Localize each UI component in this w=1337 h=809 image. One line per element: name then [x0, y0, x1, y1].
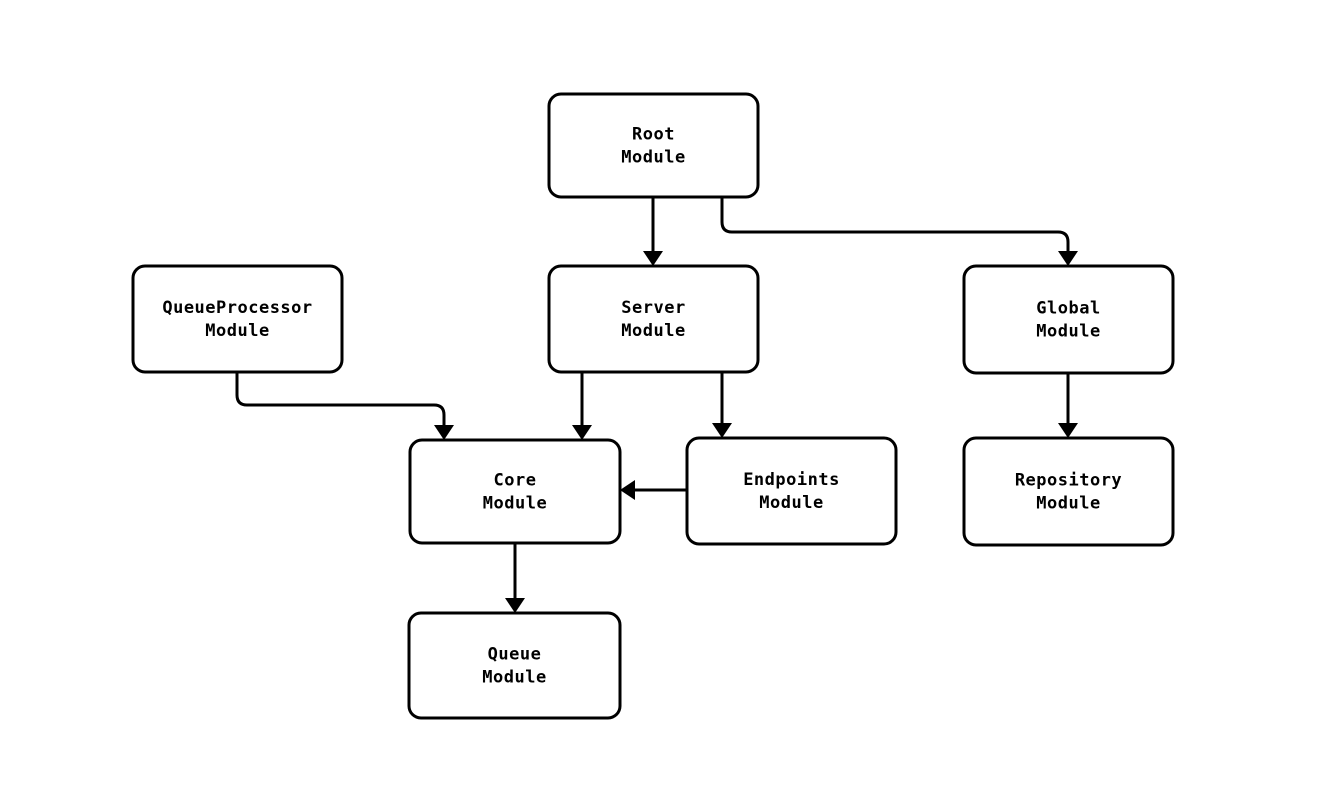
edge-server-to-core [572, 372, 592, 440]
node-box-global[interactable] [962, 264, 1175, 375]
node-label-line2-global: Module [1036, 322, 1100, 342]
edge-root-to-server [643, 197, 663, 266]
node-box-root[interactable] [547, 92, 760, 199]
node-label-line2-queue: Module [482, 668, 546, 688]
node-box-server[interactable] [547, 264, 760, 374]
edge-endpoints-to-core [620, 480, 687, 500]
edge-arrowhead [434, 425, 454, 440]
edge-arrowhead [572, 425, 592, 440]
edge-arrowhead [643, 251, 663, 266]
node-label-line2-repository: Module [1036, 494, 1100, 514]
edge-arrowhead [620, 480, 635, 500]
node-label-line1-core: Core [494, 471, 537, 491]
edge-arrowhead [1058, 251, 1078, 266]
edges-layer [235, 197, 1078, 613]
nodes-layer: RootModuleQueueProcessorModuleServerModu… [131, 92, 1175, 720]
edge-arrowhead [505, 598, 525, 613]
node-label-line2-server: Module [621, 321, 685, 341]
node-label-line1-repository: Repository [1015, 471, 1122, 491]
edge-arrowhead [712, 423, 732, 438]
node-box-repository[interactable] [962, 436, 1175, 547]
node-label-line1-server: Server [621, 298, 685, 318]
edge-line [720, 197, 1070, 252]
edge-global-to-repository [1058, 373, 1078, 438]
edge-root-to-global [720, 197, 1078, 266]
edge-arrowhead [1058, 423, 1078, 438]
node-label-line1-global: Global [1036, 299, 1100, 319]
node-label-line1-queue: Queue [488, 645, 542, 665]
node-label-line2-core: Module [483, 494, 547, 514]
edge-queueprocessor-to-core [235, 372, 454, 440]
node-label-line1-endpoints: Endpoints [743, 470, 840, 490]
node-box-queue[interactable] [407, 611, 622, 720]
edge-server-to-endpoints [712, 372, 732, 438]
node-label-line2-queueprocessor: Module [205, 321, 269, 341]
node-label-line1-queueprocessor: QueueProcessor [162, 298, 312, 318]
node-box-endpoints[interactable] [685, 436, 898, 546]
node-label-line2-root: Module [621, 148, 685, 168]
edge-line [235, 372, 446, 426]
node-label-line1-root: Root [632, 125, 675, 145]
node-box-core[interactable] [408, 438, 622, 545]
node-box-queueprocessor[interactable] [131, 264, 344, 374]
edge-core-to-queue [505, 543, 525, 613]
node-label-line2-endpoints: Module [759, 493, 823, 513]
